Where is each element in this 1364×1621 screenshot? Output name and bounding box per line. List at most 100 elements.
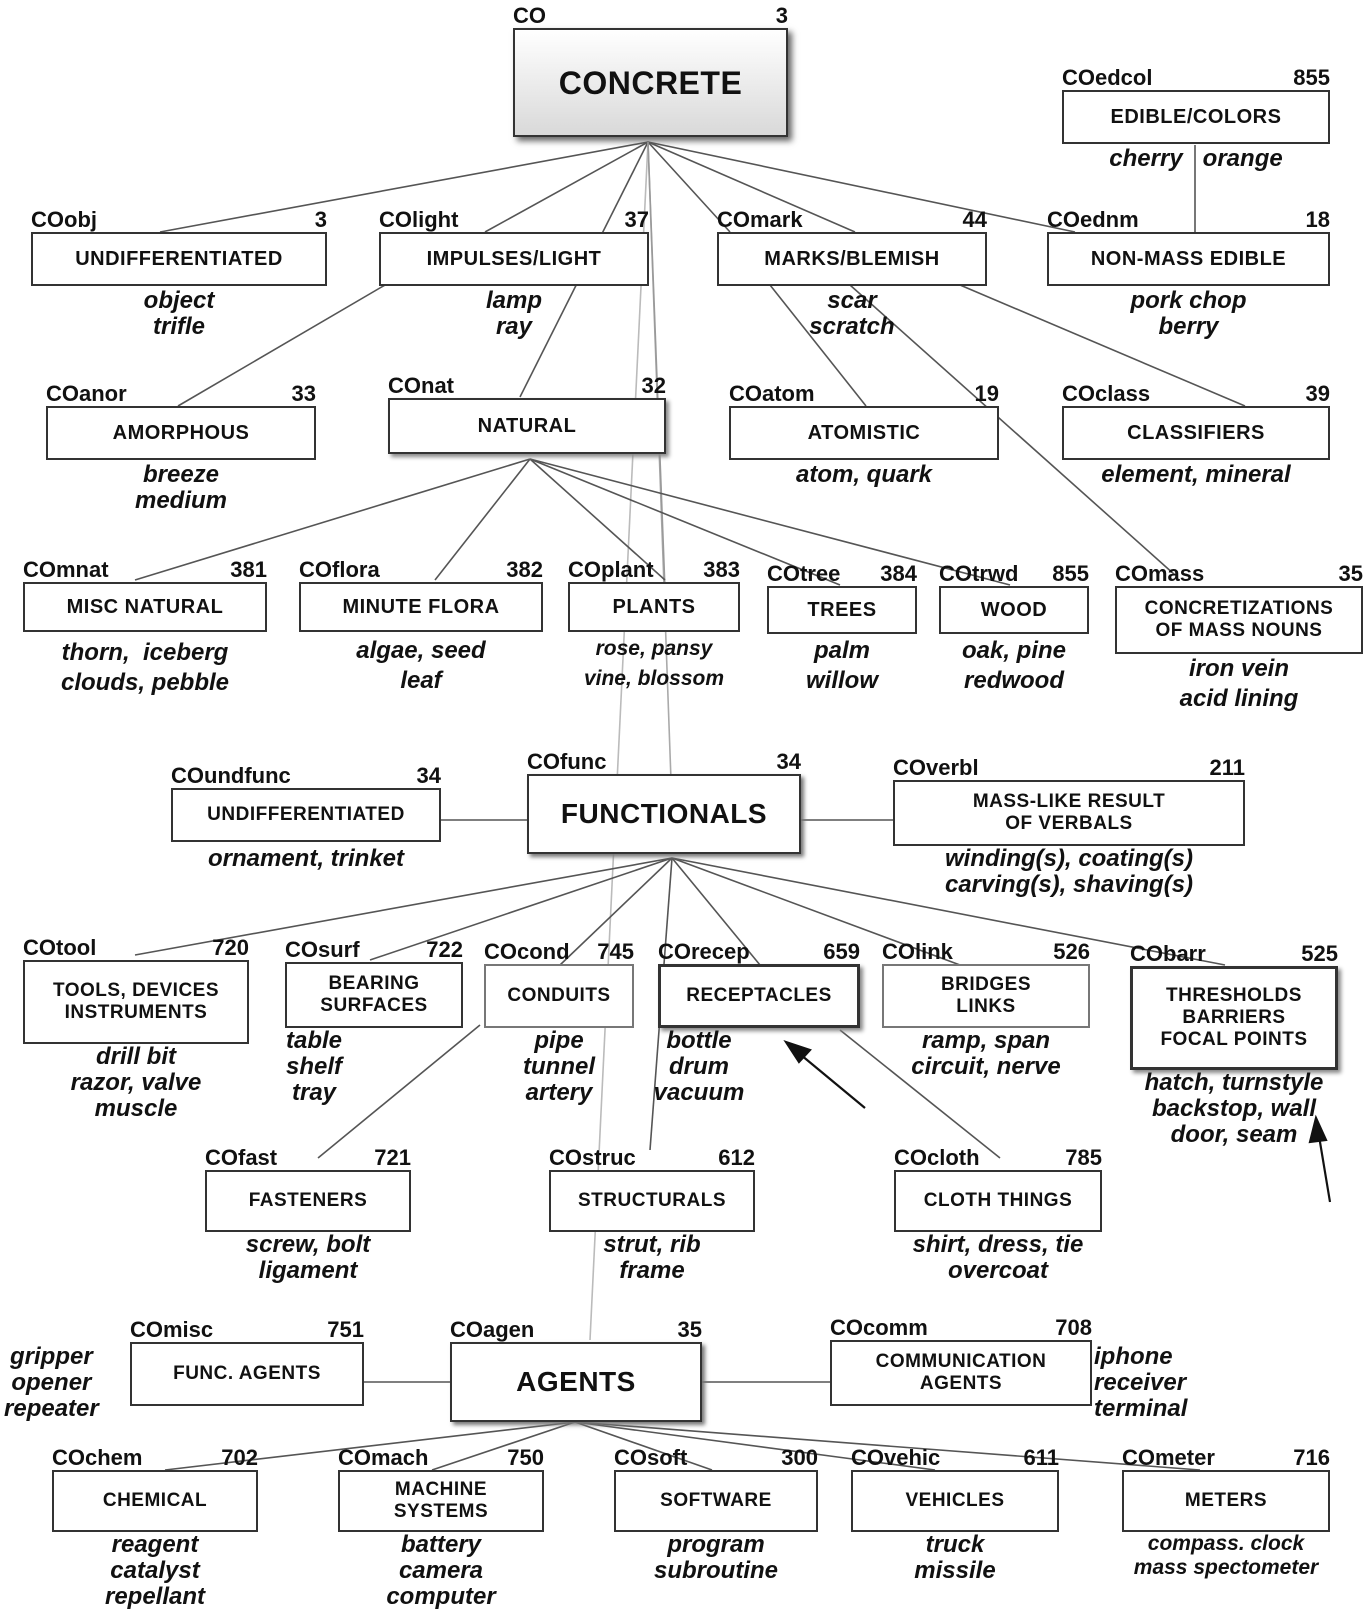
node-label: FASTENERS	[205, 1170, 411, 1232]
node-count: 3	[314, 207, 327, 232]
node-label: CLASSIFIERS	[1062, 406, 1330, 460]
node-code: COchem	[52, 1445, 143, 1470]
edge-cond-fast	[317, 1024, 481, 1159]
edge-agen-mach	[431, 1421, 576, 1471]
node-concretizations: COmass 35 CONCRETIZATIONS OF MASS NOUNS …	[1115, 561, 1363, 712]
node-bridges-links: COlink 526 BRIDGES LINKS ramp, span circ…	[882, 939, 1090, 1080]
node-code: COednm	[1047, 207, 1139, 232]
node-marks-blemish: COmark 44 MARKS/BLEMISH scar scratch	[717, 207, 987, 340]
node-label: BEARING SURFACES	[285, 962, 463, 1028]
node-count: 384	[880, 561, 917, 586]
node-code: COmeter	[1122, 1445, 1215, 1470]
node-agents: COagen 35 AGENTS	[450, 1318, 702, 1422]
node-count: 18	[1305, 207, 1330, 232]
node-count: 745	[597, 939, 634, 964]
node-label: FUNC. AGENTS	[130, 1342, 364, 1406]
node-label: RECEPTACLES	[658, 964, 860, 1028]
node-examples: screw, bolt ligament	[245, 1231, 371, 1284]
node-count: 383	[703, 557, 740, 582]
node-examples: battery camera computer	[386, 1531, 496, 1610]
node-label: STRUCTURALS	[549, 1170, 755, 1232]
node-label: NON-MASS EDIBLE	[1047, 232, 1330, 286]
node-code: CO	[513, 3, 546, 28]
node-examples: ramp, span circuit, nerve	[911, 1027, 1061, 1080]
node-code: COfunc	[527, 749, 607, 774]
node-label: CLOTH THINGS	[894, 1170, 1102, 1232]
node-minute-flora: COflora 382 MINUTE FLORA algae, seed lea…	[299, 558, 543, 694]
node-label: SOFTWARE	[614, 1470, 818, 1532]
edge-concrete-mark2	[647, 141, 731, 233]
node-thresholds: CObarr 525 THRESHOLDS BARRIERS FOCAL POI…	[1130, 941, 1338, 1148]
node-label: CONCRETE	[513, 28, 788, 137]
node-label: NATURAL	[388, 398, 666, 454]
node-bearing-surfaces: COsurf 722 BEARING SURFACES table shelf …	[285, 938, 463, 1106]
node-natural: COnat 32 NATURAL	[388, 374, 666, 458]
node-plants: COplant 383 PLANTS rose, pansy vine, blo…	[568, 557, 740, 690]
edge-func-cond	[559, 857, 673, 966]
node-examples: drill bit razor, valve muscle	[70, 1043, 202, 1122]
edge-concrete-ednm	[647, 141, 1076, 233]
edge-concrete-mark	[647, 141, 856, 233]
node-count: 659	[823, 939, 860, 964]
node-count: 702	[221, 1445, 258, 1470]
node-examples: program subroutine	[654, 1531, 778, 1584]
node-examples: rose, pansy vine, blossom	[583, 637, 725, 690]
node-count: 34	[416, 763, 441, 788]
node-code: COobj	[31, 207, 97, 232]
node-examples: object trifle	[143, 287, 215, 340]
node-examples: pork chop berry	[1130, 287, 1247, 340]
edge-concrete-plant	[647, 141, 666, 591]
node-trees: COtree 384 TREES palm willow	[767, 561, 917, 694]
node-cloth-things: COcloth 785 CLOTH THINGS shirt, dress, t…	[894, 1146, 1102, 1284]
node-count: 211	[1209, 755, 1246, 780]
node-examples: truck missile	[914, 1531, 996, 1584]
node-label: MARKS/BLEMISH	[717, 232, 987, 286]
node-code: COtool	[23, 935, 97, 960]
node-code: COtrwd	[939, 561, 1019, 586]
node-code: COsoft	[614, 1445, 688, 1470]
node-code: COlight	[379, 207, 459, 232]
node-label: EDIBLE/COLORS	[1062, 90, 1330, 144]
edge-nat-trwd	[529, 458, 1011, 586]
node-count: 37	[624, 207, 649, 232]
node-count: 3	[775, 3, 788, 28]
node-code: COvehic	[851, 1445, 941, 1470]
node-vehicles: COvehic 611 VEHICLES truck missile	[851, 1445, 1059, 1584]
node-code: COclass	[1062, 381, 1151, 406]
node-label: BRIDGES LINKS	[882, 964, 1090, 1028]
node-examples: lamp ray	[485, 287, 542, 340]
node-label: CONCRETIZATIONS OF MASS NOUNS	[1115, 586, 1363, 654]
node-count: 32	[641, 373, 666, 398]
node-examples: atom, quark	[795, 461, 933, 488]
edge-mark-mass	[849, 284, 1176, 576]
node-label: MISC NATURAL	[23, 582, 267, 632]
edge-mark-atom	[769, 284, 867, 407]
edge-agen-meter	[574, 1421, 1201, 1471]
node-examples: element, mineral	[1101, 461, 1291, 488]
node-examples-func-agents: gripper opener repeater	[4, 1343, 99, 1422]
node-code: COtree	[767, 561, 841, 586]
node-examples: oak, pine redwood	[961, 637, 1067, 694]
node-non-mass-edible: COednm 18 NON-MASS EDIBLE pork chop berr…	[1047, 207, 1330, 340]
edge-light-anor	[177, 284, 386, 407]
node-count: 716	[1293, 1445, 1330, 1470]
node-count: 35	[1338, 561, 1363, 586]
node-code: COverbl	[893, 755, 979, 780]
node-label: MINUTE FLORA	[299, 582, 543, 632]
node-count: 34	[776, 749, 801, 774]
node-chemical: COchem 702 CHEMICAL reagent catalyst rep…	[52, 1445, 258, 1610]
node-examples: shirt, dress, tie overcoat	[912, 1231, 1084, 1284]
node-count: 44	[962, 207, 987, 232]
node-label: FUNCTIONALS	[527, 774, 801, 854]
node-label: TREES	[767, 586, 917, 634]
edge-nat-plant	[529, 458, 666, 581]
node-label: METERS	[1122, 1470, 1330, 1532]
node-mass-like-result: COverbl 211 MASS-LIKE RESULT OF VERBALS …	[893, 755, 1246, 898]
node-examples: reagent catalyst repellant	[104, 1531, 206, 1610]
edge-func-recep	[671, 857, 761, 966]
node-code: COlink	[882, 939, 953, 964]
node-functionals: COfunc 34 FUNCTIONALS	[527, 750, 801, 856]
node-label: WOOD	[939, 586, 1089, 634]
node-count: 525	[1301, 941, 1338, 966]
